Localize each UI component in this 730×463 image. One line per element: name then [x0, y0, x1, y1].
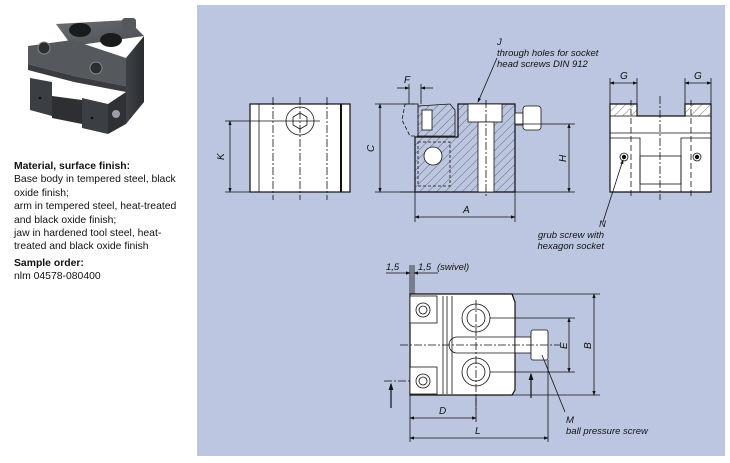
material-line: jaw in hardened tool steel, heat-: [14, 228, 162, 240]
photo-dot-1: [38, 96, 42, 100]
callout-N-leader: [602, 159, 624, 223]
callout-J-leader: [477, 57, 498, 103]
callout-N-letter: N: [599, 219, 606, 230]
photo-dot-2: [90, 116, 94, 120]
material-line: treated and black oxide finish: [14, 241, 149, 253]
photo-hole-2: [100, 33, 122, 47]
swivel-knob: [522, 105, 542, 131]
dim-H-label: H: [558, 154, 569, 162]
photo-body-side: [126, 36, 144, 124]
cross-bore: [423, 146, 443, 166]
dim-C-label: C: [366, 144, 377, 152]
photo-arm-edge: [28, 64, 126, 92]
dim-B-label: B: [583, 342, 594, 349]
photo-hole-1: [69, 23, 91, 37]
photo-jaw-right: [82, 98, 108, 134]
swivel-right-value: 1,5: [418, 262, 432, 273]
dim-K-label: K: [216, 152, 227, 160]
material-heading: Material, surface finish:: [14, 161, 131, 172]
sample-order-value: nlm 04578-080400: [14, 271, 101, 283]
side-view: [225, 97, 351, 200]
photo-arm: [28, 40, 126, 86]
material-line: and black oxide finish;: [14, 214, 117, 226]
photo-body-front: [52, 96, 82, 124]
jaw-screw-block-top: [409, 295, 438, 324]
callout-N-text-1: grub screw with: [538, 230, 604, 241]
sample-order-heading: Sample order:: [14, 257, 84, 269]
photo-grub-screw: [112, 110, 120, 118]
dim-A-label: A: [462, 205, 470, 216]
dim-E-label: E: [559, 342, 570, 349]
photo-screw-2: [89, 61, 103, 75]
dim-F-label: F: [404, 75, 411, 86]
callout-M-leader: [541, 354, 566, 413]
front-view-body: [609, 103, 712, 193]
callout-J-letter: J: [496, 37, 502, 48]
dim-D-label: D: [439, 406, 446, 417]
jaw-screw-block-bottom: [409, 366, 438, 395]
callout-M-letter: M: [566, 415, 574, 426]
dim-G-left-label: G: [620, 71, 628, 82]
photo-knob: [122, 18, 136, 30]
callout-N-text-2: hexagon socket: [537, 241, 604, 252]
dim-G-right-label: G: [694, 71, 702, 82]
product-photo: [28, 18, 144, 134]
photo-jaw-left: [30, 78, 52, 116]
front-view: [602, 78, 712, 223]
callout-M-text: ball pressure screw: [566, 426, 649, 437]
callout-J-text-1: through holes for socket: [497, 48, 599, 59]
material-line: Base body in tempered steel, black: [14, 174, 176, 186]
screw-head-section: [467, 103, 503, 123]
callout-J-text-2: head screws DIN 912: [497, 59, 589, 70]
swivel-left-value: 1,5: [386, 262, 400, 273]
dim-L-label: L: [475, 426, 481, 437]
material-line: arm in tempered steel, heat-treated: [14, 201, 177, 213]
photo-screw-1: [37, 41, 51, 55]
top-view: [384, 265, 600, 442]
section-view: [375, 57, 575, 222]
material-line: oxide finish;: [14, 187, 69, 199]
swivel-note: (swivel): [437, 262, 469, 273]
product-info: Material, surface finish: Base body in t…: [14, 160, 194, 284]
